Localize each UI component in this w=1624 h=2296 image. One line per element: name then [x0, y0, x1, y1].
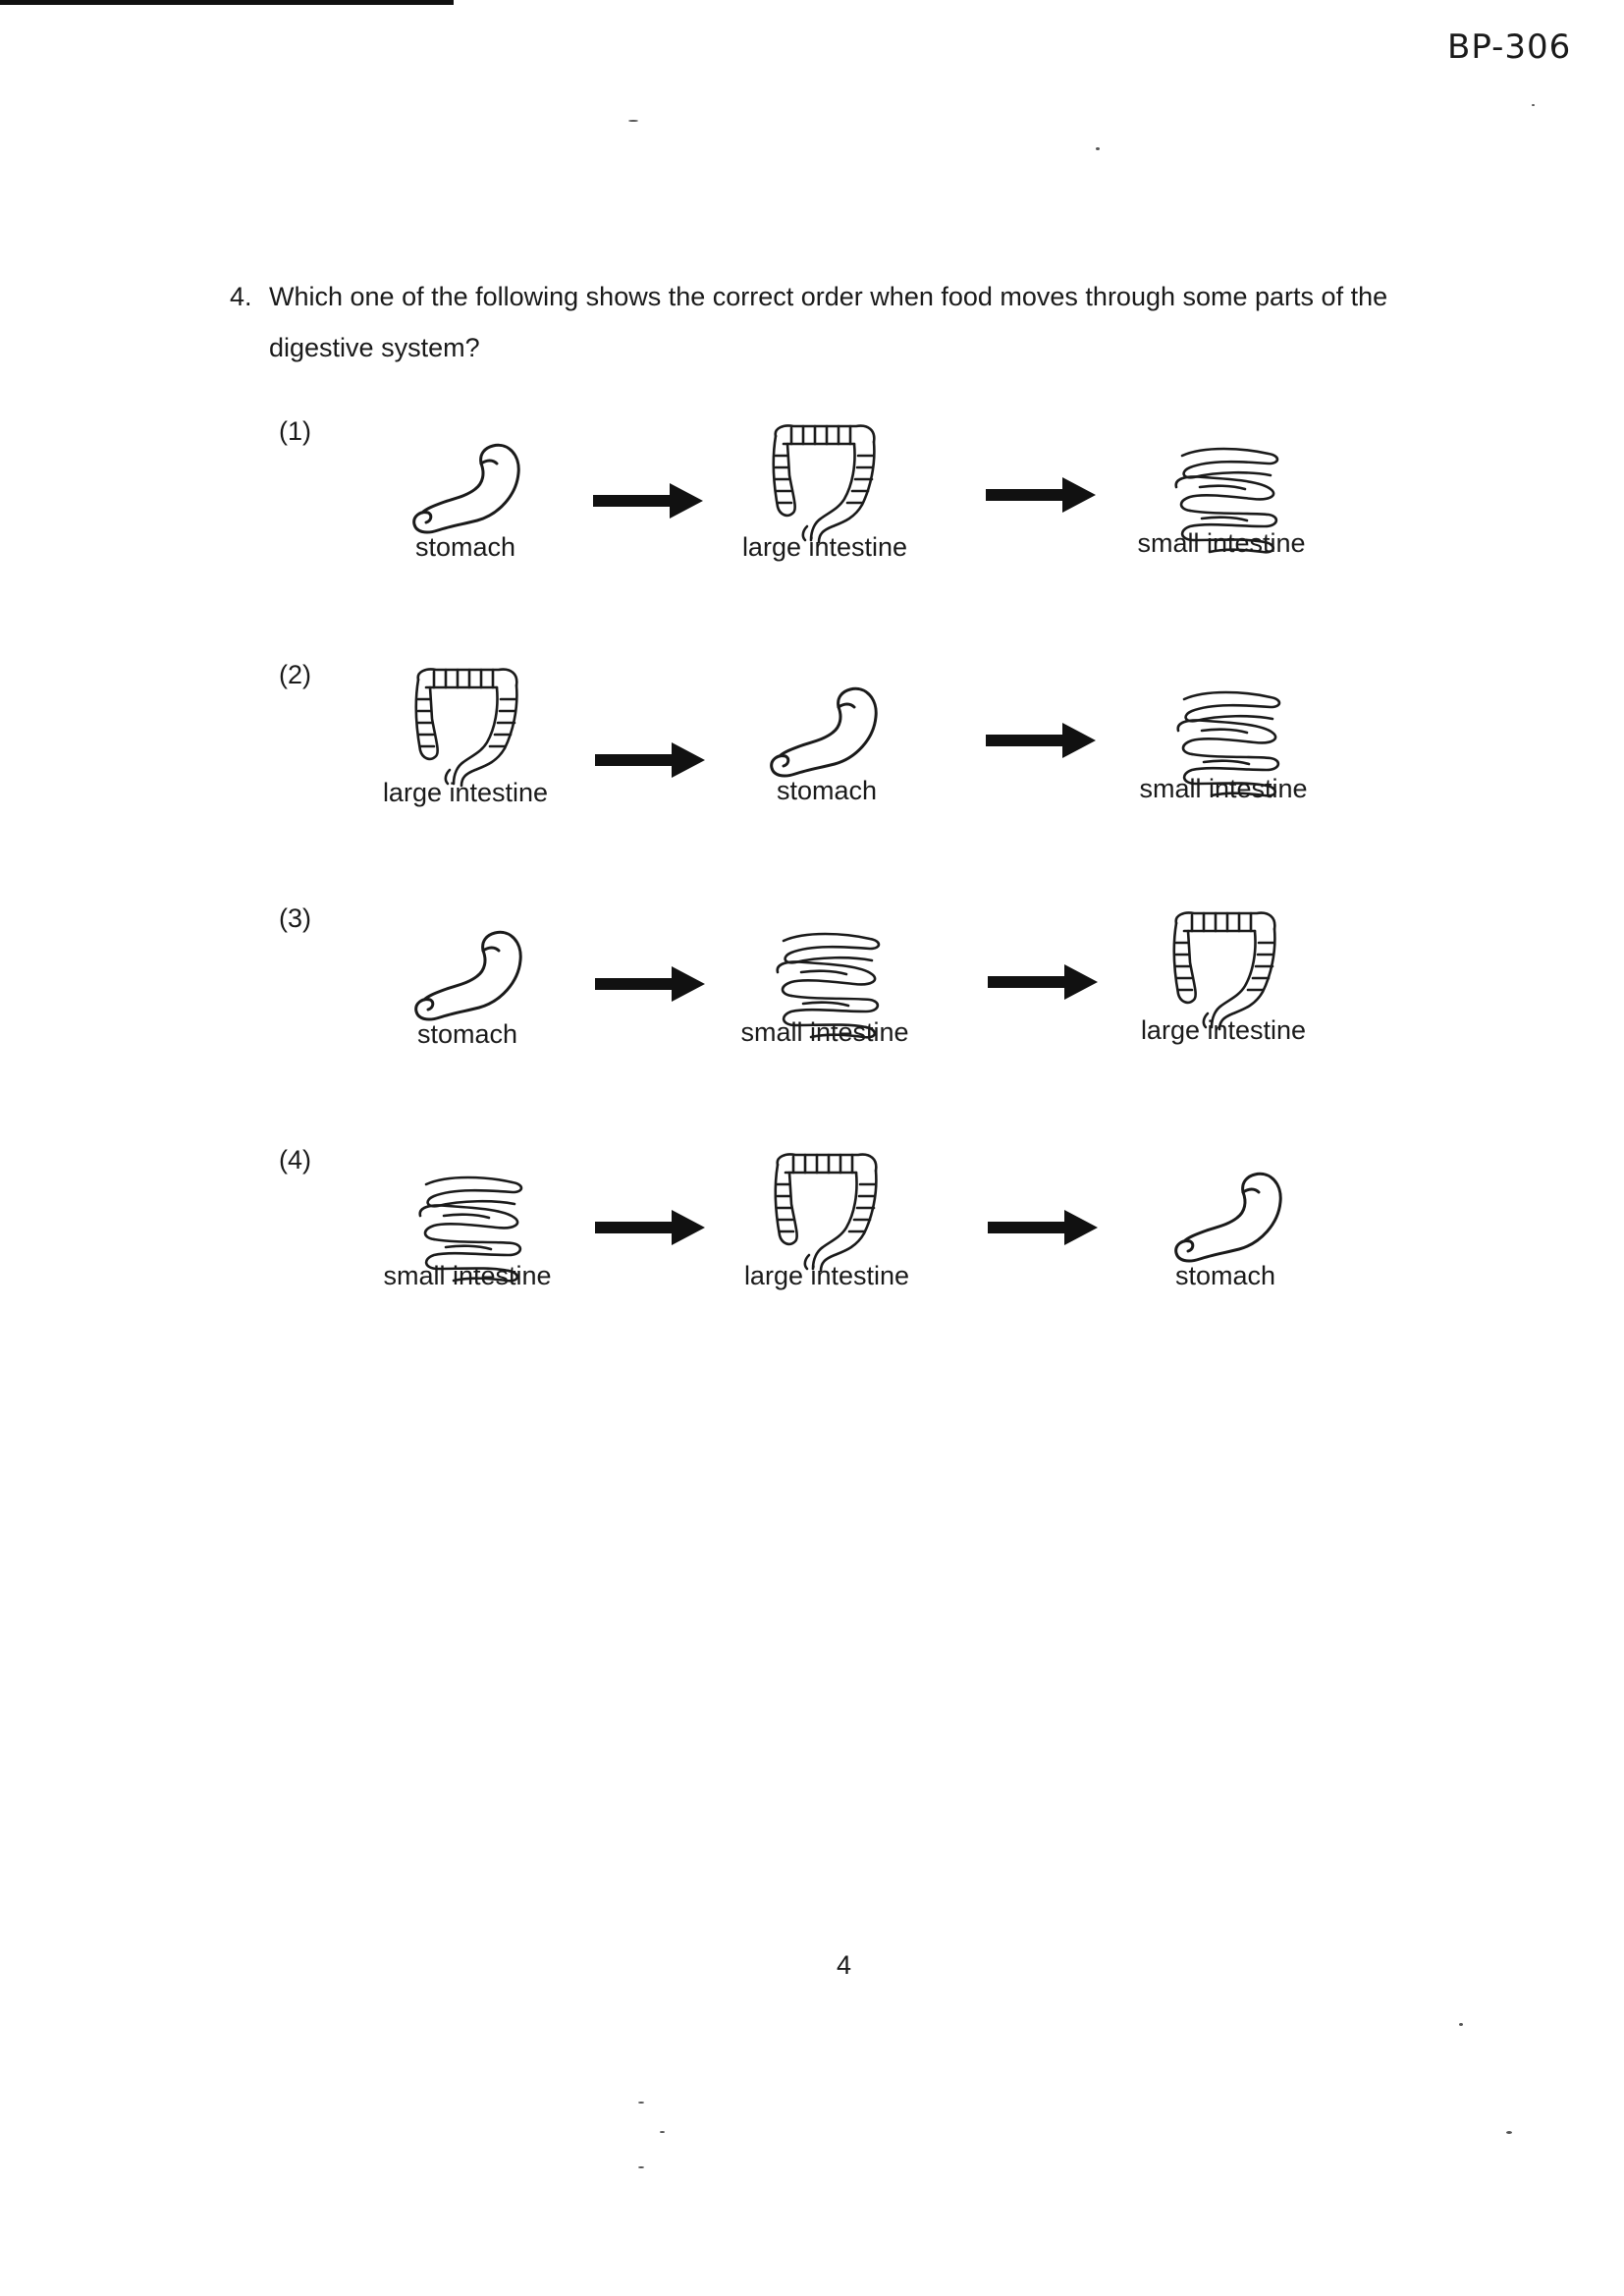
scan-speck [1459, 2023, 1463, 2026]
step-label: stomach [416, 1019, 518, 1049]
step-label: large intestine [382, 778, 549, 807]
option-label: (1) [279, 416, 311, 446]
large-intestine-icon [1155, 903, 1292, 1031]
question-4: 4. Which one of the following shows the … [230, 271, 1437, 373]
option-label: (4) [279, 1145, 311, 1175]
option-4[interactable]: (4) small intestine large intestine stom… [0, 1145, 1624, 1322]
step-label: small intestine [1139, 774, 1308, 803]
top-rule [0, 0, 454, 5]
step-label: large intestine [1140, 1015, 1307, 1045]
scan-speck [1096, 147, 1100, 150]
step-label: small intestine [383, 1261, 552, 1290]
question-text: Which one of the following shows the cor… [269, 282, 1388, 362]
arrow-icon [595, 1210, 705, 1245]
option-1[interactable]: (1) stomach large intestine small intest… [0, 416, 1624, 593]
large-intestine-icon [754, 416, 892, 544]
document-code: BP-306 [1447, 27, 1572, 67]
large-intestine-icon [756, 1145, 893, 1273]
scan-speck [1532, 104, 1535, 106]
step-label: large intestine [743, 1261, 910, 1290]
arrow-icon [988, 964, 1098, 1000]
arrow-icon [986, 477, 1096, 513]
arrow-icon [595, 966, 705, 1002]
arrow-icon [595, 742, 705, 778]
step-label: stomach [414, 532, 516, 562]
option-2[interactable]: (2) large intestine stomach small intest… [0, 660, 1624, 837]
question-number: 4. [230, 282, 252, 311]
scan-speck [638, 2102, 644, 2104]
step-label: small intestine [740, 1017, 909, 1047]
page-number: 4 [837, 1950, 852, 1980]
scan-speck [628, 120, 638, 122]
arrow-icon [986, 723, 1096, 758]
step-label: stomach [776, 776, 878, 805]
arrow-icon [988, 1210, 1098, 1245]
step-label: stomach [1174, 1261, 1276, 1290]
arrow-icon [593, 483, 703, 519]
scan-speck [1506, 2131, 1512, 2134]
step-label: small intestine [1137, 528, 1306, 558]
large-intestine-icon [397, 660, 534, 788]
option-3[interactable]: (3) stomach small intestine large intest… [0, 903, 1624, 1080]
option-label: (3) [279, 903, 311, 933]
scan-speck [638, 2166, 644, 2168]
option-label: (2) [279, 660, 311, 689]
scan-speck [660, 2131, 665, 2133]
step-label: large intestine [741, 532, 908, 562]
